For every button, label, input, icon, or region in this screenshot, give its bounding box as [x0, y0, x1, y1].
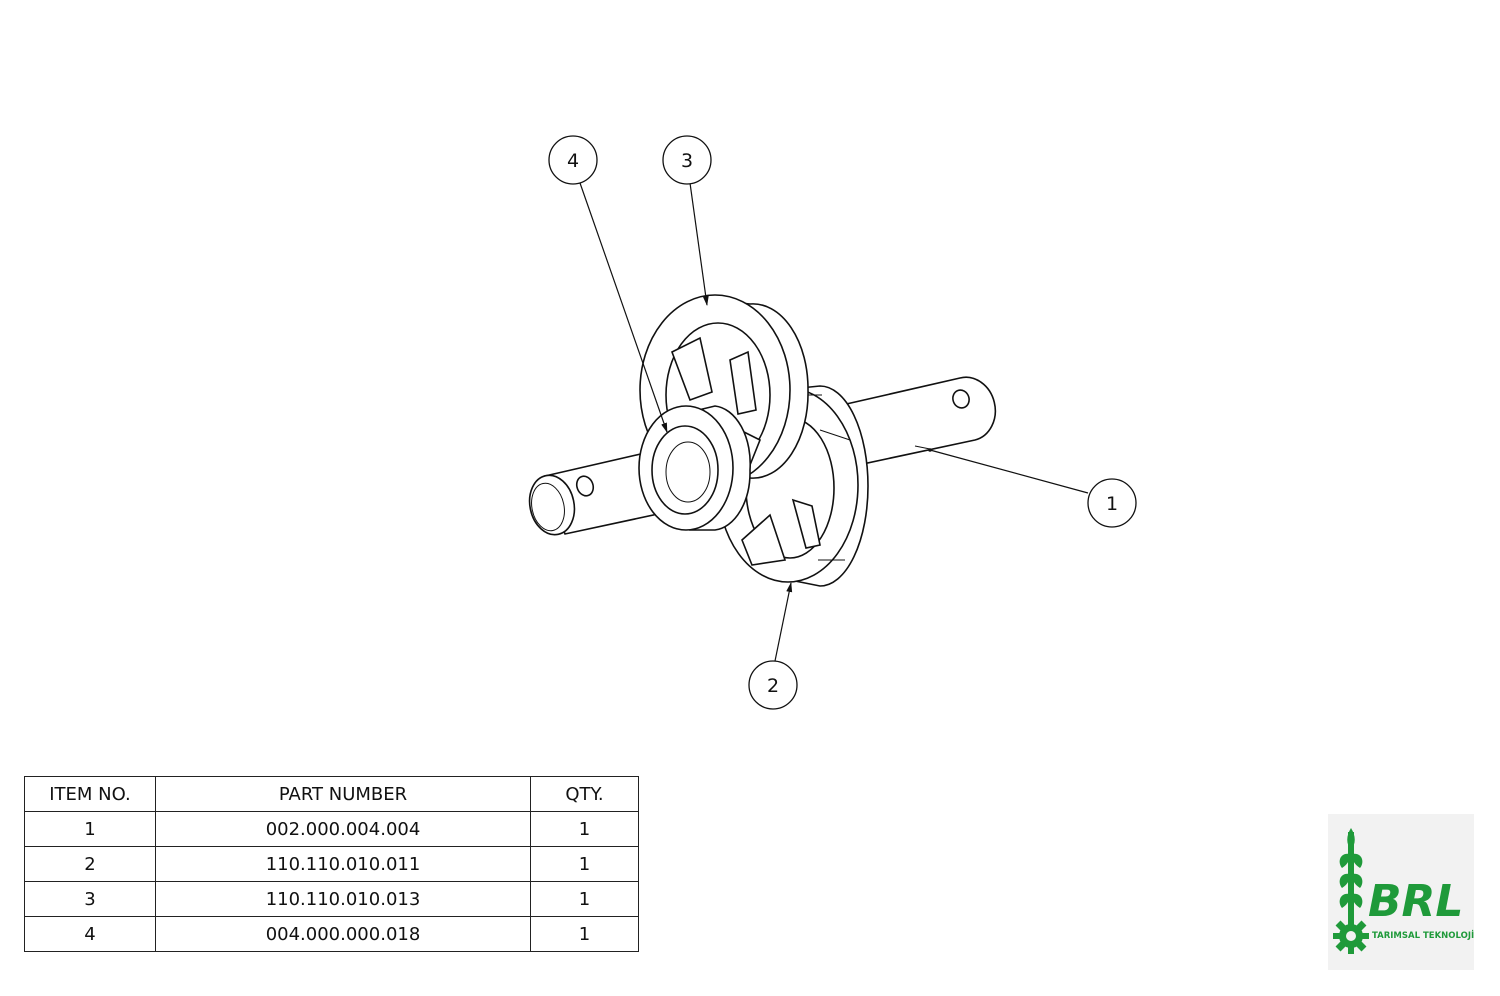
cell-item-no: 4: [24, 916, 156, 952]
balloon-label: 3: [681, 150, 693, 172]
leader-line-4: [579, 182, 668, 433]
cell-item-no: 2: [24, 846, 156, 882]
shaft-part: [528, 376, 997, 536]
cell-qty: 1: [530, 881, 639, 917]
balloon-3: 3: [662, 135, 712, 185]
leader-line-3: [689, 182, 709, 306]
table-row: 1 002.000.004.004 1: [24, 811, 639, 847]
balloon-label: 2: [767, 675, 779, 697]
cell-part-number: 004.000.000.018: [155, 916, 531, 952]
cell-qty: 1: [530, 811, 639, 847]
balloon-2: 2: [748, 660, 798, 710]
leader-line-1: [929, 449, 1089, 494]
table-row: 4 004.000.000.018 1: [24, 916, 639, 952]
header-item-no: ITEM NO.: [24, 776, 156, 812]
header-qty: QTY.: [530, 776, 639, 812]
logo-name: BRL: [1368, 876, 1463, 927]
table-header-row: ITEM NO. PART NUMBER QTY.: [24, 776, 639, 812]
table-row: 3 110.110.010.013 1: [24, 881, 639, 917]
cell-part-number: 110.110.010.011: [155, 846, 531, 882]
brl-logo: BRL TARIMSAL TEKNOLOJİ: [1328, 814, 1474, 970]
cell-item-no: 3: [24, 881, 156, 917]
cell-qty: 1: [530, 916, 639, 952]
cell-part-number: 002.000.004.004: [155, 811, 531, 847]
logo-tagline: TARIMSAL TEKNOLOJİ: [1372, 930, 1474, 941]
cell-qty: 1: [530, 846, 639, 882]
bill-of-materials-table: ITEM NO. PART NUMBER QTY. 1 002.000.004.…: [24, 776, 639, 952]
balloon-4: 4: [548, 135, 598, 185]
leader-line-2: [774, 582, 793, 662]
table-row: 2 110.110.010.011 1: [24, 846, 639, 882]
leader-dot-1: [928, 448, 932, 452]
header-part-number: PART NUMBER: [155, 776, 531, 812]
balloon-label: 4: [567, 150, 579, 172]
balloon-1: 1: [1087, 478, 1137, 528]
balloon-label: 1: [1106, 493, 1118, 515]
bearing-part: [638, 405, 752, 531]
cell-item-no: 1: [24, 811, 156, 847]
cell-part-number: 110.110.010.013: [155, 881, 531, 917]
